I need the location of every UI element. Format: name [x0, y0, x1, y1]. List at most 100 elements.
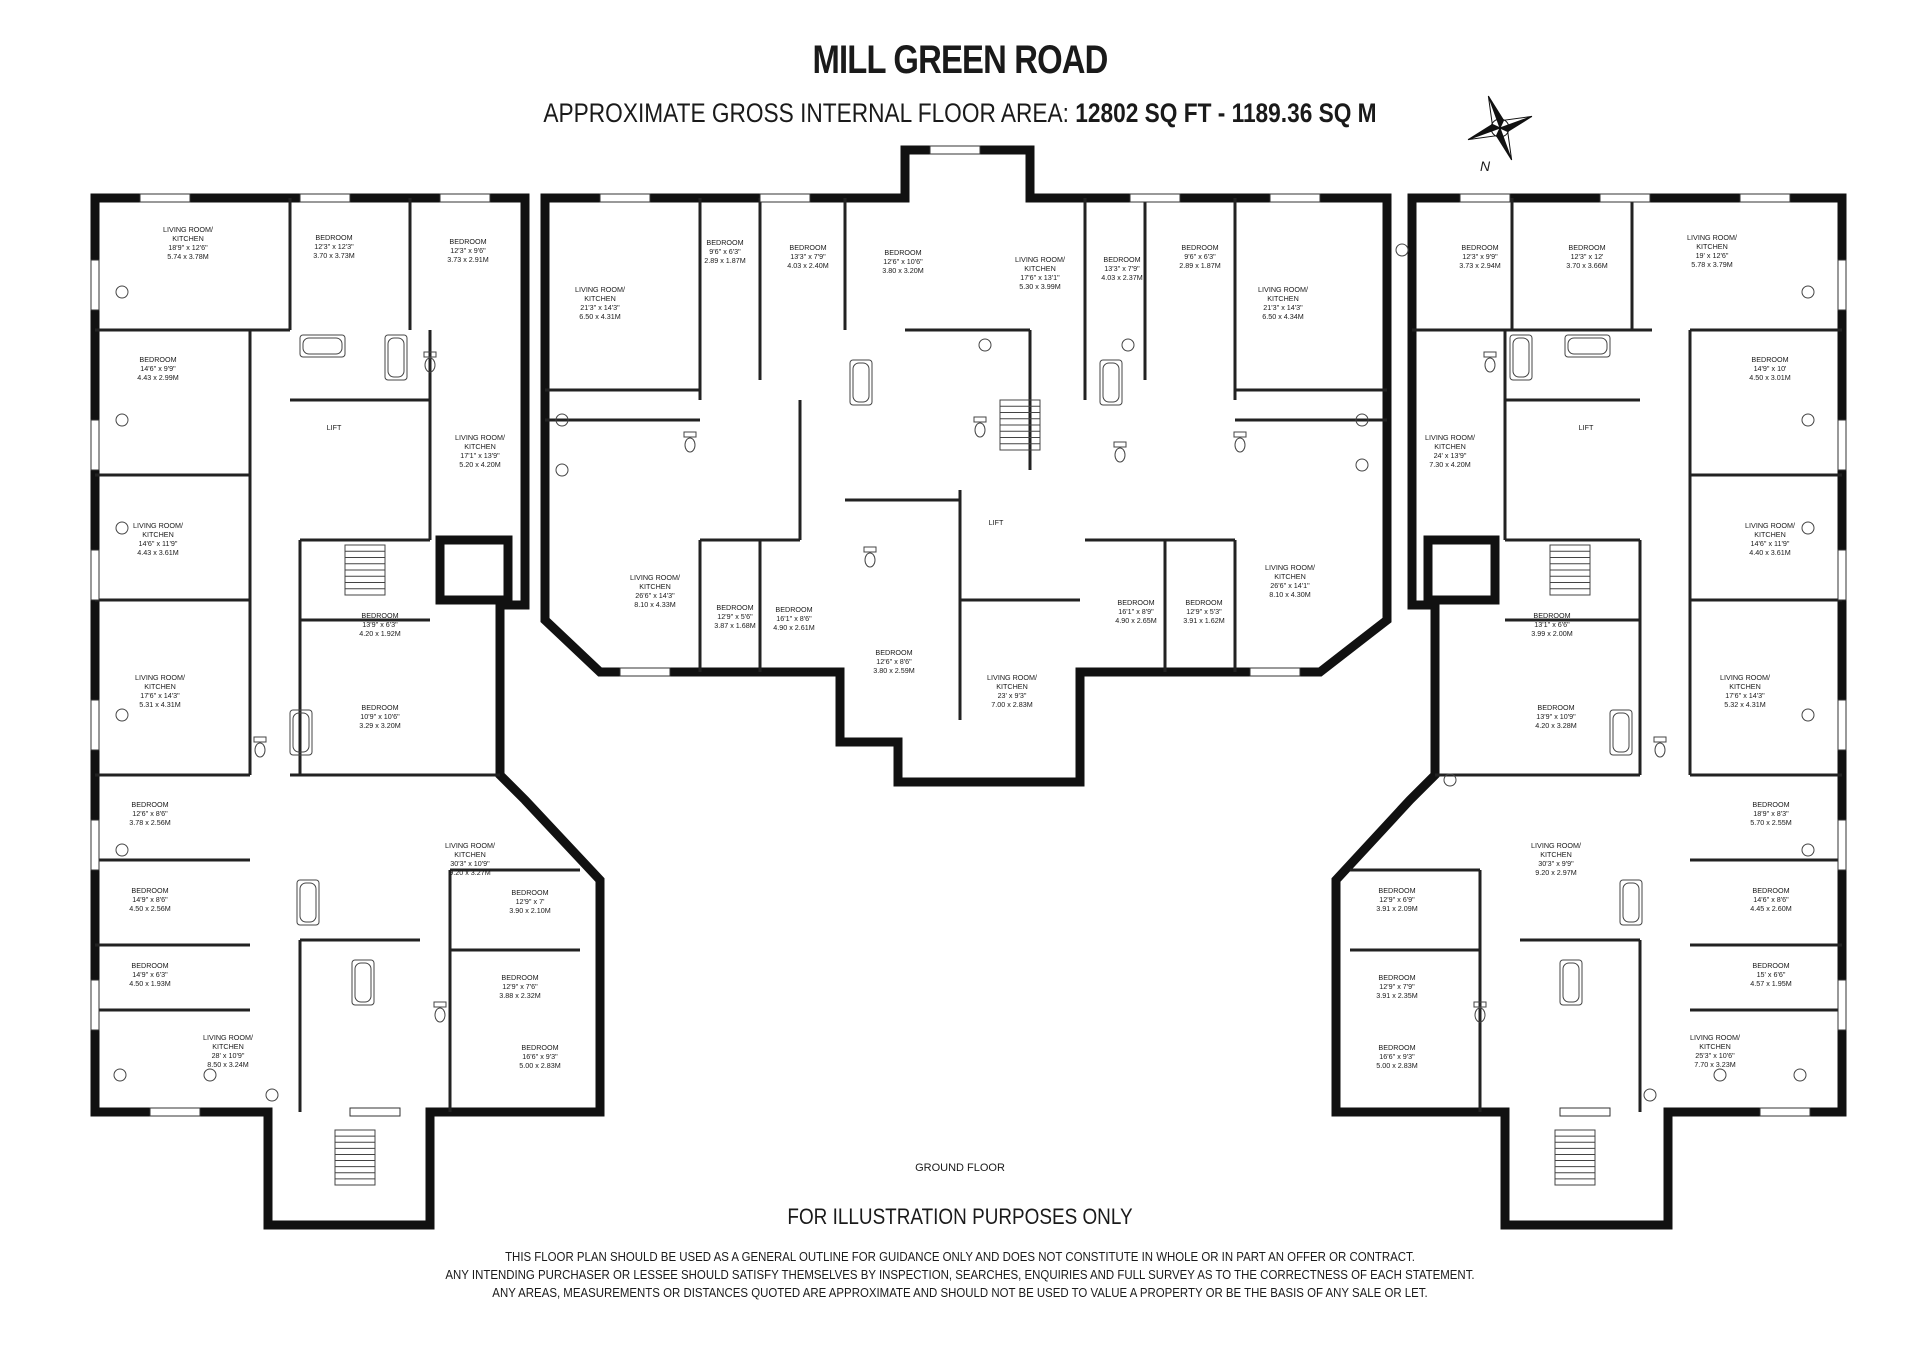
room-label-line: 4.43 x 3.61M	[137, 548, 179, 557]
room-label-line: 24' x 13'9"	[1434, 451, 1467, 460]
room-label-line: 10'9" x 10'6"	[360, 712, 400, 721]
boiler-icon	[115, 413, 129, 427]
room-label-line: KITCHEN	[212, 1042, 244, 1051]
left-wing-outline	[90, 193, 605, 1230]
room-label-line: 5.20 x 4.20M	[459, 460, 501, 469]
room-label-line: KITCHEN	[1699, 1042, 1731, 1051]
room-label-line: 12'9" x 7'9"	[1379, 982, 1415, 991]
floor-area-summary: APPROXIMATE GROSS INTERNAL FLOOR AREA: 1…	[154, 98, 1767, 129]
window	[1269, 193, 1321, 203]
room-label-line: LIVING ROOM/	[163, 225, 213, 234]
room-label-line: 14'9" x 6'3"	[132, 970, 168, 979]
boiler-icon	[115, 285, 129, 299]
room-label-line: 15' x 6'6"	[1757, 970, 1786, 979]
room-label-line: LIVING ROOM/	[1690, 1033, 1740, 1042]
room-label-line: 12'9" x 6'9"	[1379, 895, 1415, 904]
stairs-icon	[334, 1129, 376, 1186]
room-label-line: 7.30 x 4.20M	[1429, 460, 1471, 469]
boiler-icon	[113, 1068, 127, 1082]
room-label-line: 16'1" x 8'6"	[776, 614, 812, 623]
room-label-line: 4.20 x 1.92M	[359, 629, 401, 638]
room-label-line: BEDROOM	[139, 355, 176, 364]
window	[1837, 259, 1847, 311]
toilet-icon	[1113, 441, 1127, 463]
toilet-icon	[1483, 351, 1497, 373]
room-label-line: 9'6" x 6'3"	[709, 247, 741, 256]
boiler-icon	[1443, 773, 1457, 787]
room-label-line: KITCHEN	[1729, 682, 1761, 691]
room-label-line: 13'1" x 6'6"	[1534, 620, 1570, 629]
room-label-line: KITCHEN	[1267, 294, 1299, 303]
boiler-icon	[115, 521, 129, 535]
room-label-line: 4.43 x 2.99M	[137, 373, 179, 382]
room-label-line: BEDROOM	[1181, 243, 1218, 252]
window	[299, 193, 351, 203]
room-label-line: 14'6" x 8'6"	[1753, 895, 1789, 904]
room-label-line: LIVING ROOM/	[575, 285, 625, 294]
room-label-line: LIVING ROOM/	[135, 673, 185, 682]
bathtub-icon	[299, 334, 346, 358]
window	[90, 979, 100, 1031]
window	[1837, 979, 1847, 1031]
room-label-line: LIVING ROOM/	[630, 573, 680, 582]
room-label-line: 14'9" x 10'	[1754, 364, 1787, 373]
room-label-line: 4.50 x 1.93M	[129, 979, 171, 988]
window	[439, 193, 491, 203]
room-label-line: KITCHEN	[142, 530, 174, 539]
room-label-line: 12'3" x 9'9"	[1462, 252, 1498, 261]
room-label-line: BEDROOM	[1185, 598, 1222, 607]
right-wing-outline	[1331, 193, 1847, 1230]
room-label-line: 4.03 x 2.37M	[1101, 273, 1143, 282]
room-label-line: BEDROOM	[1752, 800, 1789, 809]
toilet-icon	[1653, 736, 1667, 758]
room-label-line: 13'9" x 6'3"	[362, 620, 398, 629]
room-label-line: 12'3" x 9'6"	[450, 246, 486, 255]
floor-area-value: 12802 SQ FT - 1189.36 SQ M	[1075, 98, 1377, 128]
boiler-icon	[1355, 458, 1369, 472]
stairs-icon	[999, 399, 1041, 451]
room-label-line: 7.00 x 2.83M	[991, 700, 1033, 709]
room-label-line: 4.03 x 2.40M	[787, 261, 829, 270]
room-label-line: 4.40 x 3.61M	[1749, 548, 1791, 557]
room-label-line: 3.73 x 2.94M	[1459, 261, 1501, 270]
room-label-line: BEDROOM	[884, 248, 921, 257]
room-label-line: BEDROOM	[131, 800, 168, 809]
room-label-line: KITCHEN	[1696, 242, 1728, 251]
room-label-line: BEDROOM	[131, 886, 168, 895]
room-label-line: BEDROOM	[449, 237, 486, 246]
room-label-line: BEDROOM	[521, 1043, 558, 1052]
room-label-line: KITCHEN	[1024, 264, 1056, 273]
room-label-line: BEDROOM	[775, 605, 812, 614]
window	[90, 419, 100, 471]
boiler-icon	[203, 1068, 217, 1082]
room-label-line: 5.31 x 4.31M	[139, 700, 181, 709]
room-label-line: 5.00 x 2.83M	[1376, 1061, 1418, 1070]
fixtures	[113, 243, 1815, 1186]
bathtub-icon	[384, 334, 408, 381]
room-label-line: LIVING ROOM/	[1425, 433, 1475, 442]
room-label-line: BEDROOM	[1751, 355, 1788, 364]
room-label-line: 26'6" x 14'1"	[1270, 581, 1310, 590]
room-label-line: LIFT	[327, 423, 342, 432]
window	[349, 1107, 401, 1117]
window	[1837, 419, 1847, 471]
north-label: N	[1480, 158, 1491, 174]
room-label-line: KITCHEN	[1274, 572, 1306, 581]
room-label-line: 13'9" x 10'9"	[1536, 712, 1576, 721]
bathtub-icon	[1099, 359, 1123, 406]
room-label-line: 17'6" x 14'3"	[1725, 691, 1765, 700]
window	[759, 193, 811, 203]
room-label-line: 4.90 x 2.61M	[773, 623, 815, 632]
